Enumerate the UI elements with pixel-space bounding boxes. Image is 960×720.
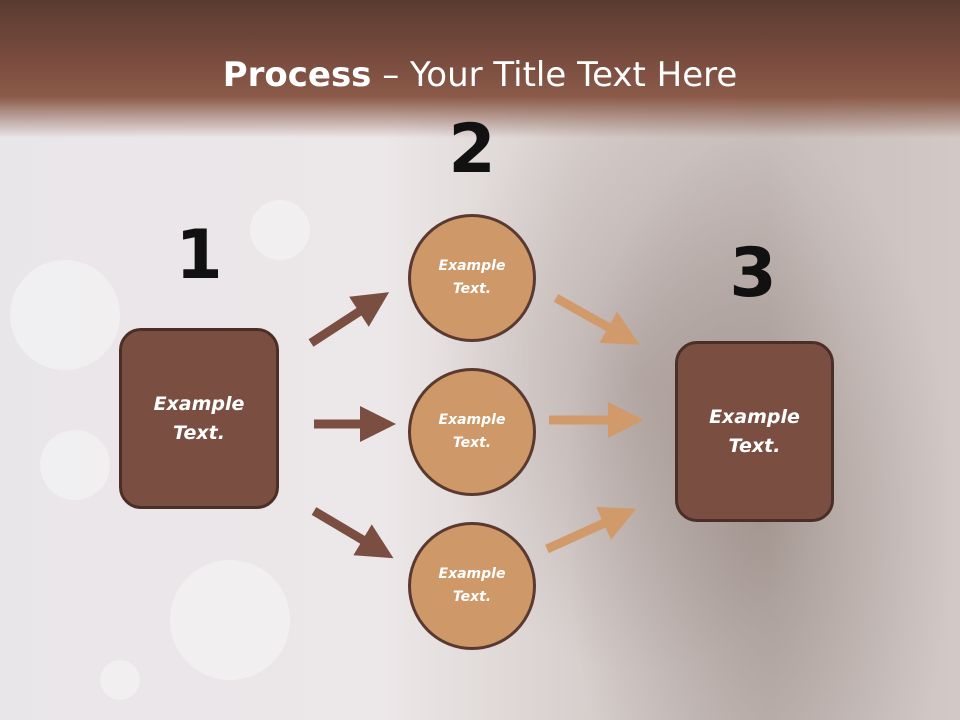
title-bar bbox=[0, 0, 960, 138]
arrow-to-bottom-circle bbox=[311, 507, 394, 559]
step-number-2: 2 bbox=[448, 110, 496, 189]
process-circle-top-label: Example Text. bbox=[438, 258, 506, 297]
bokeh-light bbox=[170, 560, 290, 680]
page-title: Process – Your Title Text Here bbox=[0, 54, 960, 96]
process-circle-bottom: Example Text. bbox=[408, 522, 536, 650]
process-circle-bottom-label: Example Text. bbox=[438, 566, 506, 605]
process-circle-top: Example Text. bbox=[408, 214, 536, 342]
arrow-to-top-circle bbox=[308, 292, 390, 347]
process-box-start-label: Example Text. bbox=[153, 392, 245, 444]
process-box-start: Example Text. bbox=[119, 328, 279, 509]
bokeh-light bbox=[100, 660, 140, 700]
bokeh-light bbox=[250, 200, 310, 260]
bokeh-light bbox=[40, 430, 110, 500]
process-circle-middle-label: Example Text. bbox=[438, 412, 506, 451]
process-box-end: Example Text. bbox=[675, 341, 834, 522]
step-number-1: 1 bbox=[175, 216, 223, 295]
step-number-3: 3 bbox=[729, 234, 777, 313]
process-circle-middle: Example Text. bbox=[408, 368, 536, 496]
process-box-end-label: Example Text. bbox=[709, 405, 800, 457]
title-rest: – Your Title Text Here bbox=[371, 55, 738, 95]
arrow-from-bottom-circle bbox=[545, 507, 637, 554]
arrow-from-top-circle bbox=[553, 294, 640, 345]
bokeh-light bbox=[10, 260, 120, 370]
title-bold: Process bbox=[222, 55, 372, 95]
